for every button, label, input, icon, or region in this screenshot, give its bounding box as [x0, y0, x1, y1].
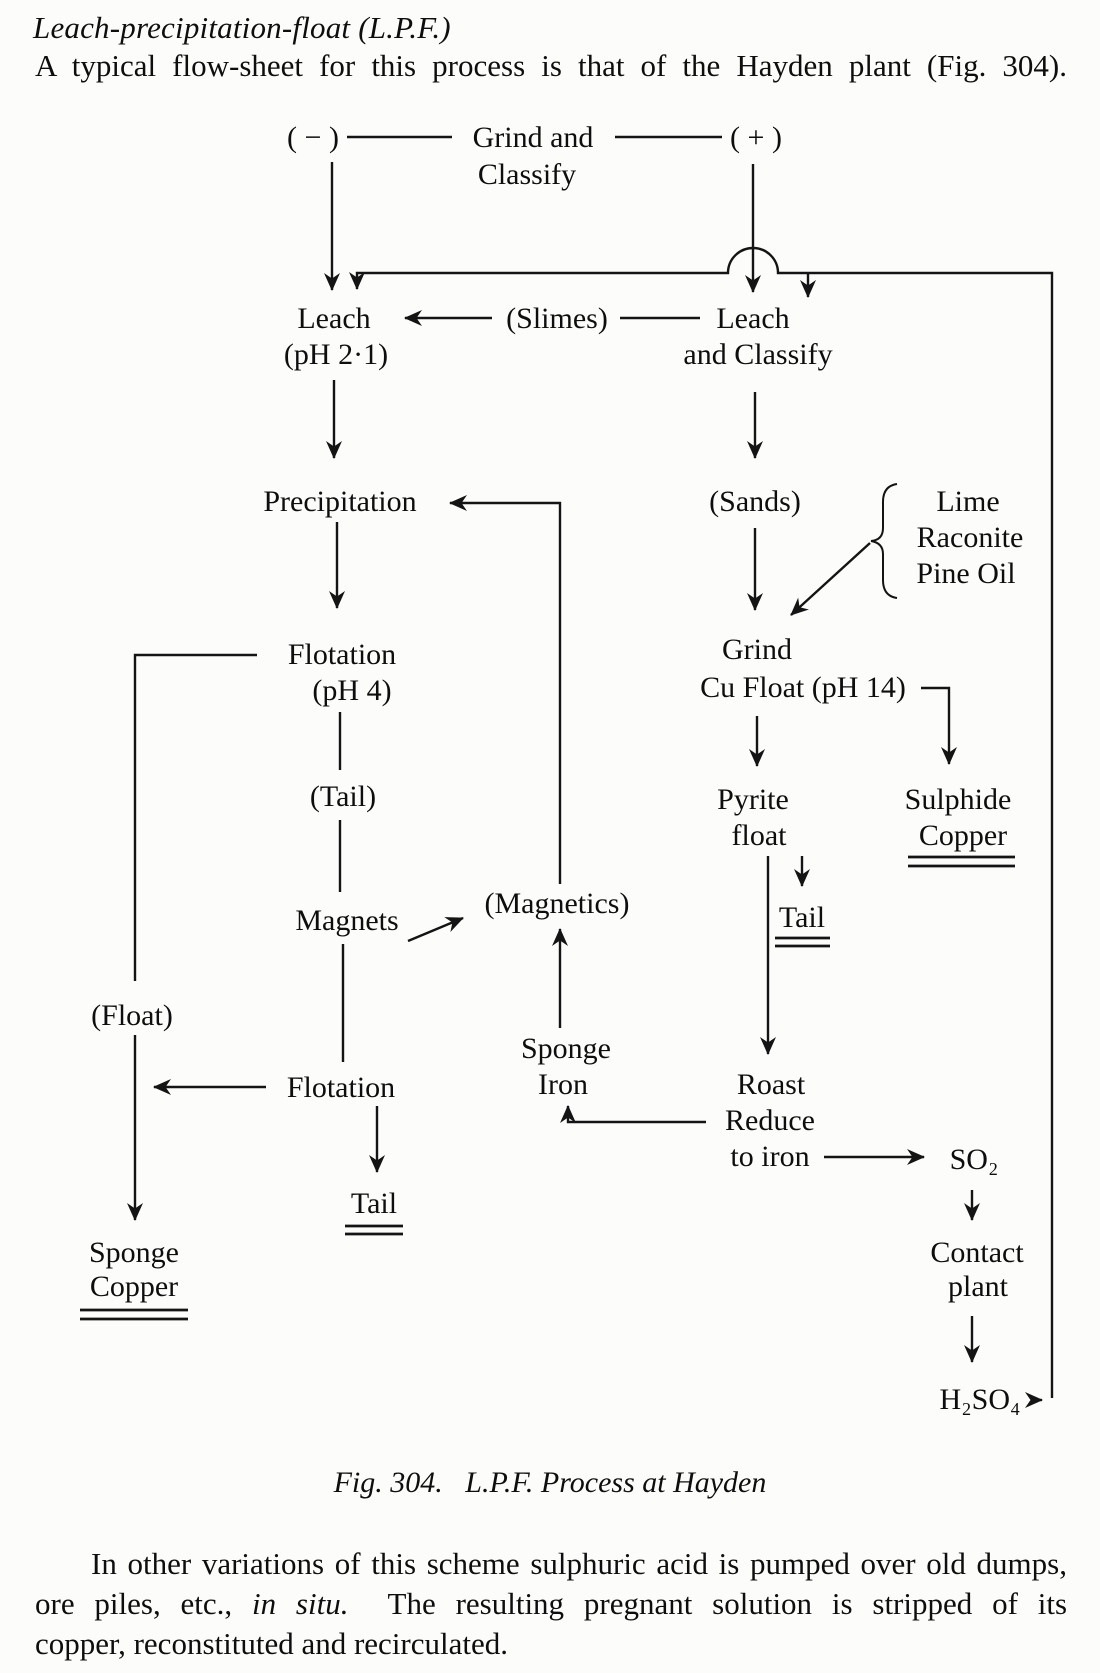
footer-line2-pre: ore piles, etc.,	[35, 1586, 252, 1621]
node-reagent-pine-oil: Pine Oil	[916, 557, 1015, 590]
footer-line2-italic: in situ.	[251, 1586, 349, 1621]
intro-paragraph: A typical flow-sheet for this process is…	[35, 48, 1067, 83]
node-flotation-tail: Tail	[351, 1187, 397, 1220]
edge-reagents-to-grind-arrow	[790, 542, 871, 616]
node-flotation-ph4-line1: Flotation	[288, 638, 396, 671]
node-reagent-raconite: Raconite	[917, 521, 1024, 554]
node-sands: (Sands)	[709, 485, 801, 518]
figure-caption: Fig. 304. L.P.F. Process at Hayden	[333, 1466, 767, 1499]
node-minus: ( − )	[287, 121, 339, 154]
node-sulphide-copper-line2: Copper	[919, 819, 1007, 852]
node-grind: Grind	[722, 633, 792, 666]
node-slimes: (Slimes)	[506, 302, 608, 335]
footer-line2-post: The resulting pregnant solution is strip…	[348, 1586, 1068, 1621]
edge-acid-return-line	[349, 246, 1054, 1398]
node-pyrite-float-line2: float	[732, 819, 788, 852]
node-sulphide-copper-line1: Sulphide	[905, 783, 1012, 816]
node-sponge-iron-line1: Sponge	[521, 1032, 611, 1065]
node-leach-acid-line1: Leach	[297, 302, 370, 335]
node-sponge-copper-line1: Sponge	[89, 1236, 179, 1269]
node-h2so4: H₂SO₄	[940, 1383, 1021, 1416]
node-pyrite-float-line1: Pyrite	[717, 783, 789, 816]
node-roast-line1: Roast	[737, 1068, 806, 1101]
sponge-copper-underline	[80, 1308, 188, 1321]
node-float-paren: (Float)	[91, 999, 173, 1032]
node-contact-plant-line1: Contact	[930, 1236, 1024, 1269]
node-reagent-lime: Lime	[936, 485, 999, 518]
node-sponge-iron-line2: Iron	[538, 1068, 588, 1101]
node-roast-line3: to iron	[730, 1140, 809, 1173]
flotation-tail-underline	[345, 1224, 403, 1236]
edge-flotation-float-rail-upper	[133, 653, 257, 981]
node-magnets: Magnets	[295, 904, 398, 937]
sulphide-copper-underline	[908, 855, 1015, 868]
node-precipitation: Precipitation	[263, 485, 416, 518]
node-grind-classify-line2: Classify	[478, 158, 576, 191]
node-leach-classify-line1: Leach	[716, 302, 789, 335]
flow-edges	[80, 135, 1054, 1408]
footer-paragraph-line3: copper, reconstituted and recirculated.	[35, 1626, 509, 1661]
reagents-brace	[870, 483, 898, 599]
node-flotation-ph4-line2: (pH 4)	[312, 674, 391, 707]
node-pyrite-tail: Tail	[779, 901, 825, 934]
node-grind-classify-line1: Grind and	[473, 121, 594, 154]
node-tail-paren: (Tail)	[310, 780, 376, 813]
pyrite-tail-underline	[775, 936, 830, 948]
edge-cufloat-to-sulphide-copper	[921, 686, 957, 765]
node-so2: SO₂	[950, 1143, 999, 1176]
node-roast-line2: Reduce	[725, 1104, 815, 1137]
node-cu-float: Cu Float (pH 14)	[700, 671, 906, 704]
node-contact-plant-line2: plant	[948, 1270, 1009, 1303]
edge-magnetics-recycle-to-precipitation	[449, 495, 562, 884]
node-sponge-copper-line2: Copper	[90, 1270, 178, 1303]
section-heading: Leach-precipitation-float (L.P.F.)	[33, 10, 451, 45]
edge-reduce-to-sponge-iron	[560, 1105, 706, 1124]
node-leach-acid-line2: (pH 2·1)	[284, 338, 388, 371]
node-magnetics: (Magnetics)	[485, 887, 630, 920]
footer-paragraph-line1: In other variations of this scheme sulph…	[91, 1546, 1067, 1581]
node-plus: ( + )	[730, 121, 782, 154]
node-flotation-2: Flotation	[287, 1071, 395, 1104]
flow-nodes: ( − ) Grind and Classify ( + ) Leach (pH…	[89, 121, 1024, 1416]
edge-magnets-to-magnetics-arrow	[407, 916, 464, 943]
node-leach-classify-line2: and Classify	[683, 338, 832, 371]
footer-paragraph-line2: ore piles, etc., in situ. The resulting …	[35, 1586, 1067, 1622]
